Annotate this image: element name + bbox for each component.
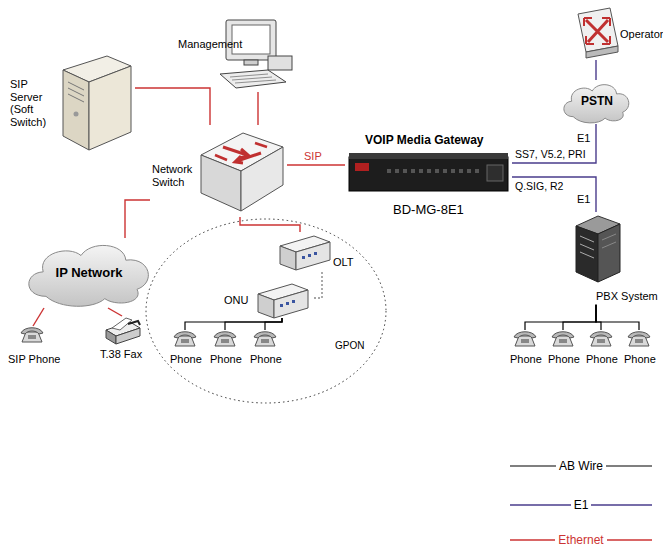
legend-text: E1 xyxy=(571,498,592,512)
computer-icon: Management xyxy=(176,18,296,92)
edge-label: E1 xyxy=(576,193,591,206)
phone-symbol xyxy=(213,330,237,350)
node-label: IP Network xyxy=(18,266,160,281)
pbx-symbol xyxy=(572,212,622,284)
legend-text: AB Wire xyxy=(556,459,606,473)
router-icon: Operator xyxy=(570,4,663,60)
connector xyxy=(225,318,282,330)
fax-icon: T.38 Fax xyxy=(96,316,148,364)
node-label: Phone xyxy=(210,353,242,366)
connector xyxy=(287,164,345,165)
node-label: VOIP Media Gateway xyxy=(365,134,484,148)
gateway-device: VOIP Media GatewayBD-MG-8E1 xyxy=(345,133,512,223)
phone-symbol xyxy=(253,330,277,350)
node-label: ONU xyxy=(224,294,248,307)
node-label: Phone xyxy=(586,353,618,366)
connector xyxy=(135,88,210,125)
node-label: SIP Phone xyxy=(8,353,60,366)
phone-icon: Phone xyxy=(622,330,658,368)
onu-icon: ONU xyxy=(222,280,312,318)
connector xyxy=(185,318,282,330)
switch-icon: Network Switch xyxy=(150,125,287,217)
node-label: Network Switch xyxy=(152,163,198,188)
box-symbol xyxy=(256,282,310,316)
node-label: OLT xyxy=(333,256,354,269)
olt-icon: OLT xyxy=(276,232,358,272)
signal-label: SS7, V5.2, PRI xyxy=(514,148,587,160)
connector xyxy=(595,60,596,80)
sip-phone-icon: SIP Phone xyxy=(4,326,62,370)
cloud-icon: IP Network xyxy=(18,238,160,308)
connector xyxy=(512,177,596,212)
connector xyxy=(312,272,322,298)
connector xyxy=(125,200,150,238)
server-symbol xyxy=(55,52,135,152)
connector xyxy=(563,305,596,330)
node-label: PBX System xyxy=(596,290,658,303)
cloud-icon: PSTN xyxy=(558,80,636,124)
phone-icon: Phone xyxy=(248,330,284,368)
node-label: T.38 Fax xyxy=(100,348,142,361)
pbx-icon: PBX System xyxy=(556,212,660,305)
phone-icon: Phone xyxy=(584,330,620,368)
connector xyxy=(596,305,601,330)
connector xyxy=(596,305,639,330)
connector xyxy=(33,308,44,326)
connector xyxy=(512,124,596,163)
node-label: Management xyxy=(178,38,242,51)
switch-symbol xyxy=(197,127,287,215)
edge-label: SIP xyxy=(303,150,323,163)
phone-icon: Phone xyxy=(546,330,582,368)
node-label: Operator xyxy=(620,28,663,41)
node-label: Phone xyxy=(510,353,542,366)
connector xyxy=(525,305,596,330)
router-symbol xyxy=(572,6,620,60)
box-symbol xyxy=(278,234,330,270)
edge-label: E1 xyxy=(576,132,591,145)
fax-symbol xyxy=(104,316,140,344)
phone-symbol xyxy=(627,330,651,350)
phone-icon: Phone xyxy=(208,330,244,368)
phone-symbol xyxy=(589,330,613,350)
device-symbol xyxy=(347,151,510,195)
connector xyxy=(108,308,122,316)
node-label: Phone xyxy=(548,353,580,366)
node-label: Phone xyxy=(250,353,282,366)
phone-icon: Phone xyxy=(168,330,204,368)
legend-text: Ethernet xyxy=(555,533,606,547)
phone-symbol xyxy=(551,330,575,350)
phone-symbol xyxy=(20,326,46,348)
node-label: Phone xyxy=(170,353,202,366)
gpon-area: GPON OLT ONU Phone Phone Phone xyxy=(145,218,387,404)
node-label: Phone xyxy=(624,353,656,366)
phone-icon: Phone xyxy=(508,330,544,368)
server-icon: SIP Server (Soft Switch) xyxy=(8,52,135,152)
node-label: SIP Server (Soft Switch) xyxy=(10,78,62,129)
phone-symbol xyxy=(173,330,197,350)
node-label: BD-MG-8E1 xyxy=(393,203,464,218)
signal-label: Q.SIG, R2 xyxy=(514,180,564,192)
computer-symbol xyxy=(216,18,296,90)
connector xyxy=(265,318,282,330)
node-label: GPON xyxy=(335,340,364,352)
node-label: PSTN xyxy=(558,95,636,109)
connector xyxy=(257,92,258,125)
phone-symbol xyxy=(513,330,537,350)
